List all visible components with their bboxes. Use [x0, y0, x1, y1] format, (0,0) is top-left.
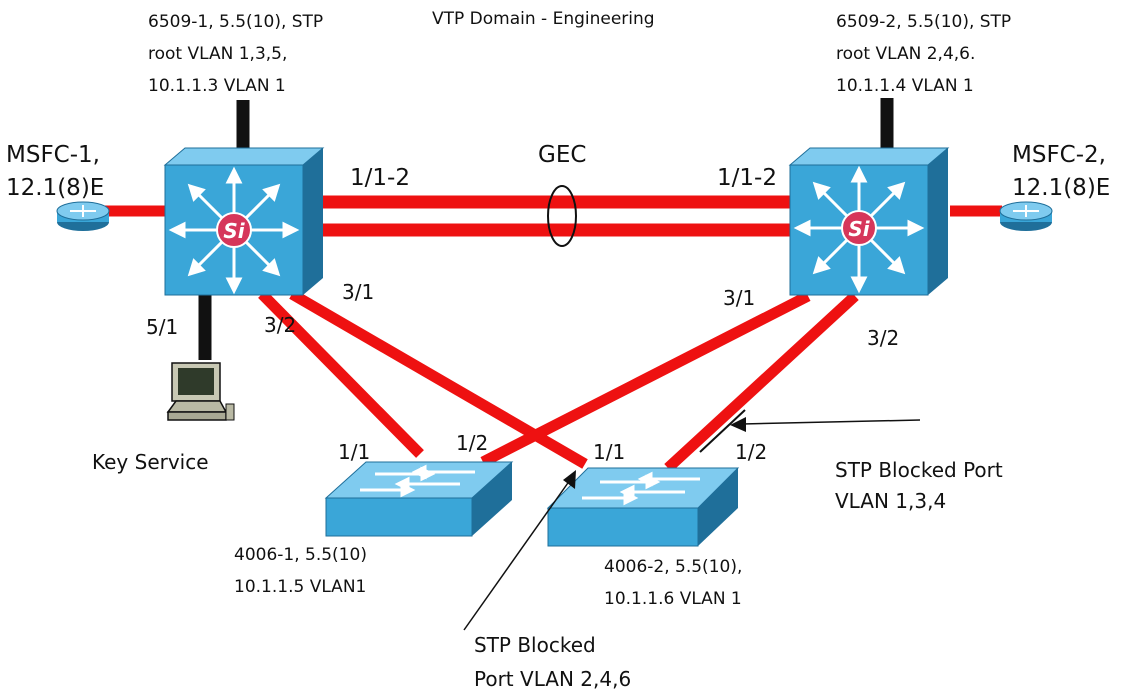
- key-service-workstation-icon[interactable]: [166, 362, 235, 421]
- switch-6509-2-badge: Si: [848, 217, 870, 241]
- switch-6509-2-label-line3: 10.1.1.4 VLAN 1: [836, 76, 974, 96]
- switch-6509-2-label-line1: 6509-2, 5.5(10), STP: [836, 12, 1011, 32]
- switch-6509-1-label-line3: 10.1.1.3 VLAN 1: [148, 76, 286, 96]
- msfc-1-router-icon[interactable]: [56, 201, 110, 231]
- key-service-label: Key Service: [92, 450, 209, 474]
- arrow-blocked-bottom-line: [463, 479, 571, 631]
- link-6509-2-3-2-to-4006-2-1-2: [664, 291, 859, 473]
- catalyst-6509-2-switch-icon[interactable]: [788, 147, 950, 296]
- blocked-bottom-label-line1: STP Blocked: [474, 633, 596, 657]
- port-4006-1-1-2: 1/2: [456, 431, 488, 455]
- port-6509-2-3-1: 3/1: [723, 286, 755, 310]
- port-4006-1-1-1: 1/1: [338, 440, 370, 464]
- port-4006-2-1-2: 1/2: [735, 440, 767, 464]
- links: [105, 98, 1002, 473]
- msfc-2-router-icon[interactable]: [999, 201, 1053, 231]
- link-6509-2-3-1-to-4006-1-1-2: [480, 291, 811, 467]
- catalyst-4006-1-switch-icon[interactable]: [324, 461, 514, 537]
- catalyst-6509-1-switch-icon[interactable]: [163, 147, 325, 296]
- gec-bundle-ellipse: [547, 185, 577, 247]
- switch-4006-2-label-line2: 10.1.1.6 VLAN 1: [604, 589, 742, 609]
- gec-label: GEC: [538, 142, 586, 168]
- blocked-port-highlight: [699, 409, 746, 453]
- port-6509-2-gec: 1/1-2: [717, 165, 777, 191]
- blocked-right-label-line2: VLAN 1,3,4: [835, 489, 946, 513]
- port-6509-1-gec: 1/1-2: [350, 165, 410, 191]
- switch-4006-1-label-line2: 10.1.1.5 VLAN1: [234, 577, 366, 597]
- arrow-blocked-right-line: [741, 419, 921, 425]
- msfc-1-label-line1: MSFC-1,: [6, 142, 100, 168]
- blocked-bottom-label-line2: Port VLAN 2,4,6: [474, 667, 631, 691]
- port-6509-1-3-2: 3/2: [264, 313, 296, 337]
- msfc-1-label-line2: 12.1(8)E: [6, 175, 104, 201]
- switch-6509-2-label-line2: root VLAN 2,4,6.: [836, 44, 975, 64]
- port-4006-2-1-1: 1/1: [593, 440, 625, 464]
- blocked-port-arrows: [463, 417, 921, 631]
- switch-6509-1-label-line1: 6509-1, 5.5(10), STP: [148, 12, 323, 32]
- msfc-2-label-line2: 12.1(8)E: [1012, 175, 1110, 201]
- link-6509-1-3-2-to-4006-1-1-1: [258, 290, 424, 458]
- arrow-blocked-bottom-head: [563, 470, 576, 489]
- port-6509-2-3-2: 3/2: [867, 326, 899, 350]
- port-6509-1-3-1: 3/1: [342, 280, 374, 304]
- switch-4006-1-label-line1: 4006-1, 5.5(10): [234, 545, 367, 565]
- port-6509-1-5-1: 5/1: [146, 315, 178, 339]
- switch-4006-2-label-line1: 4006-2, 5.5(10),: [604, 557, 742, 577]
- diagram-title: VTP Domain - Engineering: [432, 9, 655, 29]
- catalyst-4006-2-switch-icon[interactable]: [546, 467, 740, 547]
- arrow-blocked-right-head: [730, 417, 746, 432]
- switch-6509-1-badge: Si: [223, 219, 245, 243]
- blocked-right-label-line1: STP Blocked Port: [835, 458, 1003, 482]
- msfc-2-label-line1: MSFC-2,: [1012, 142, 1106, 168]
- switch-6509-1-label-line2: root VLAN 1,3,5,: [148, 44, 287, 64]
